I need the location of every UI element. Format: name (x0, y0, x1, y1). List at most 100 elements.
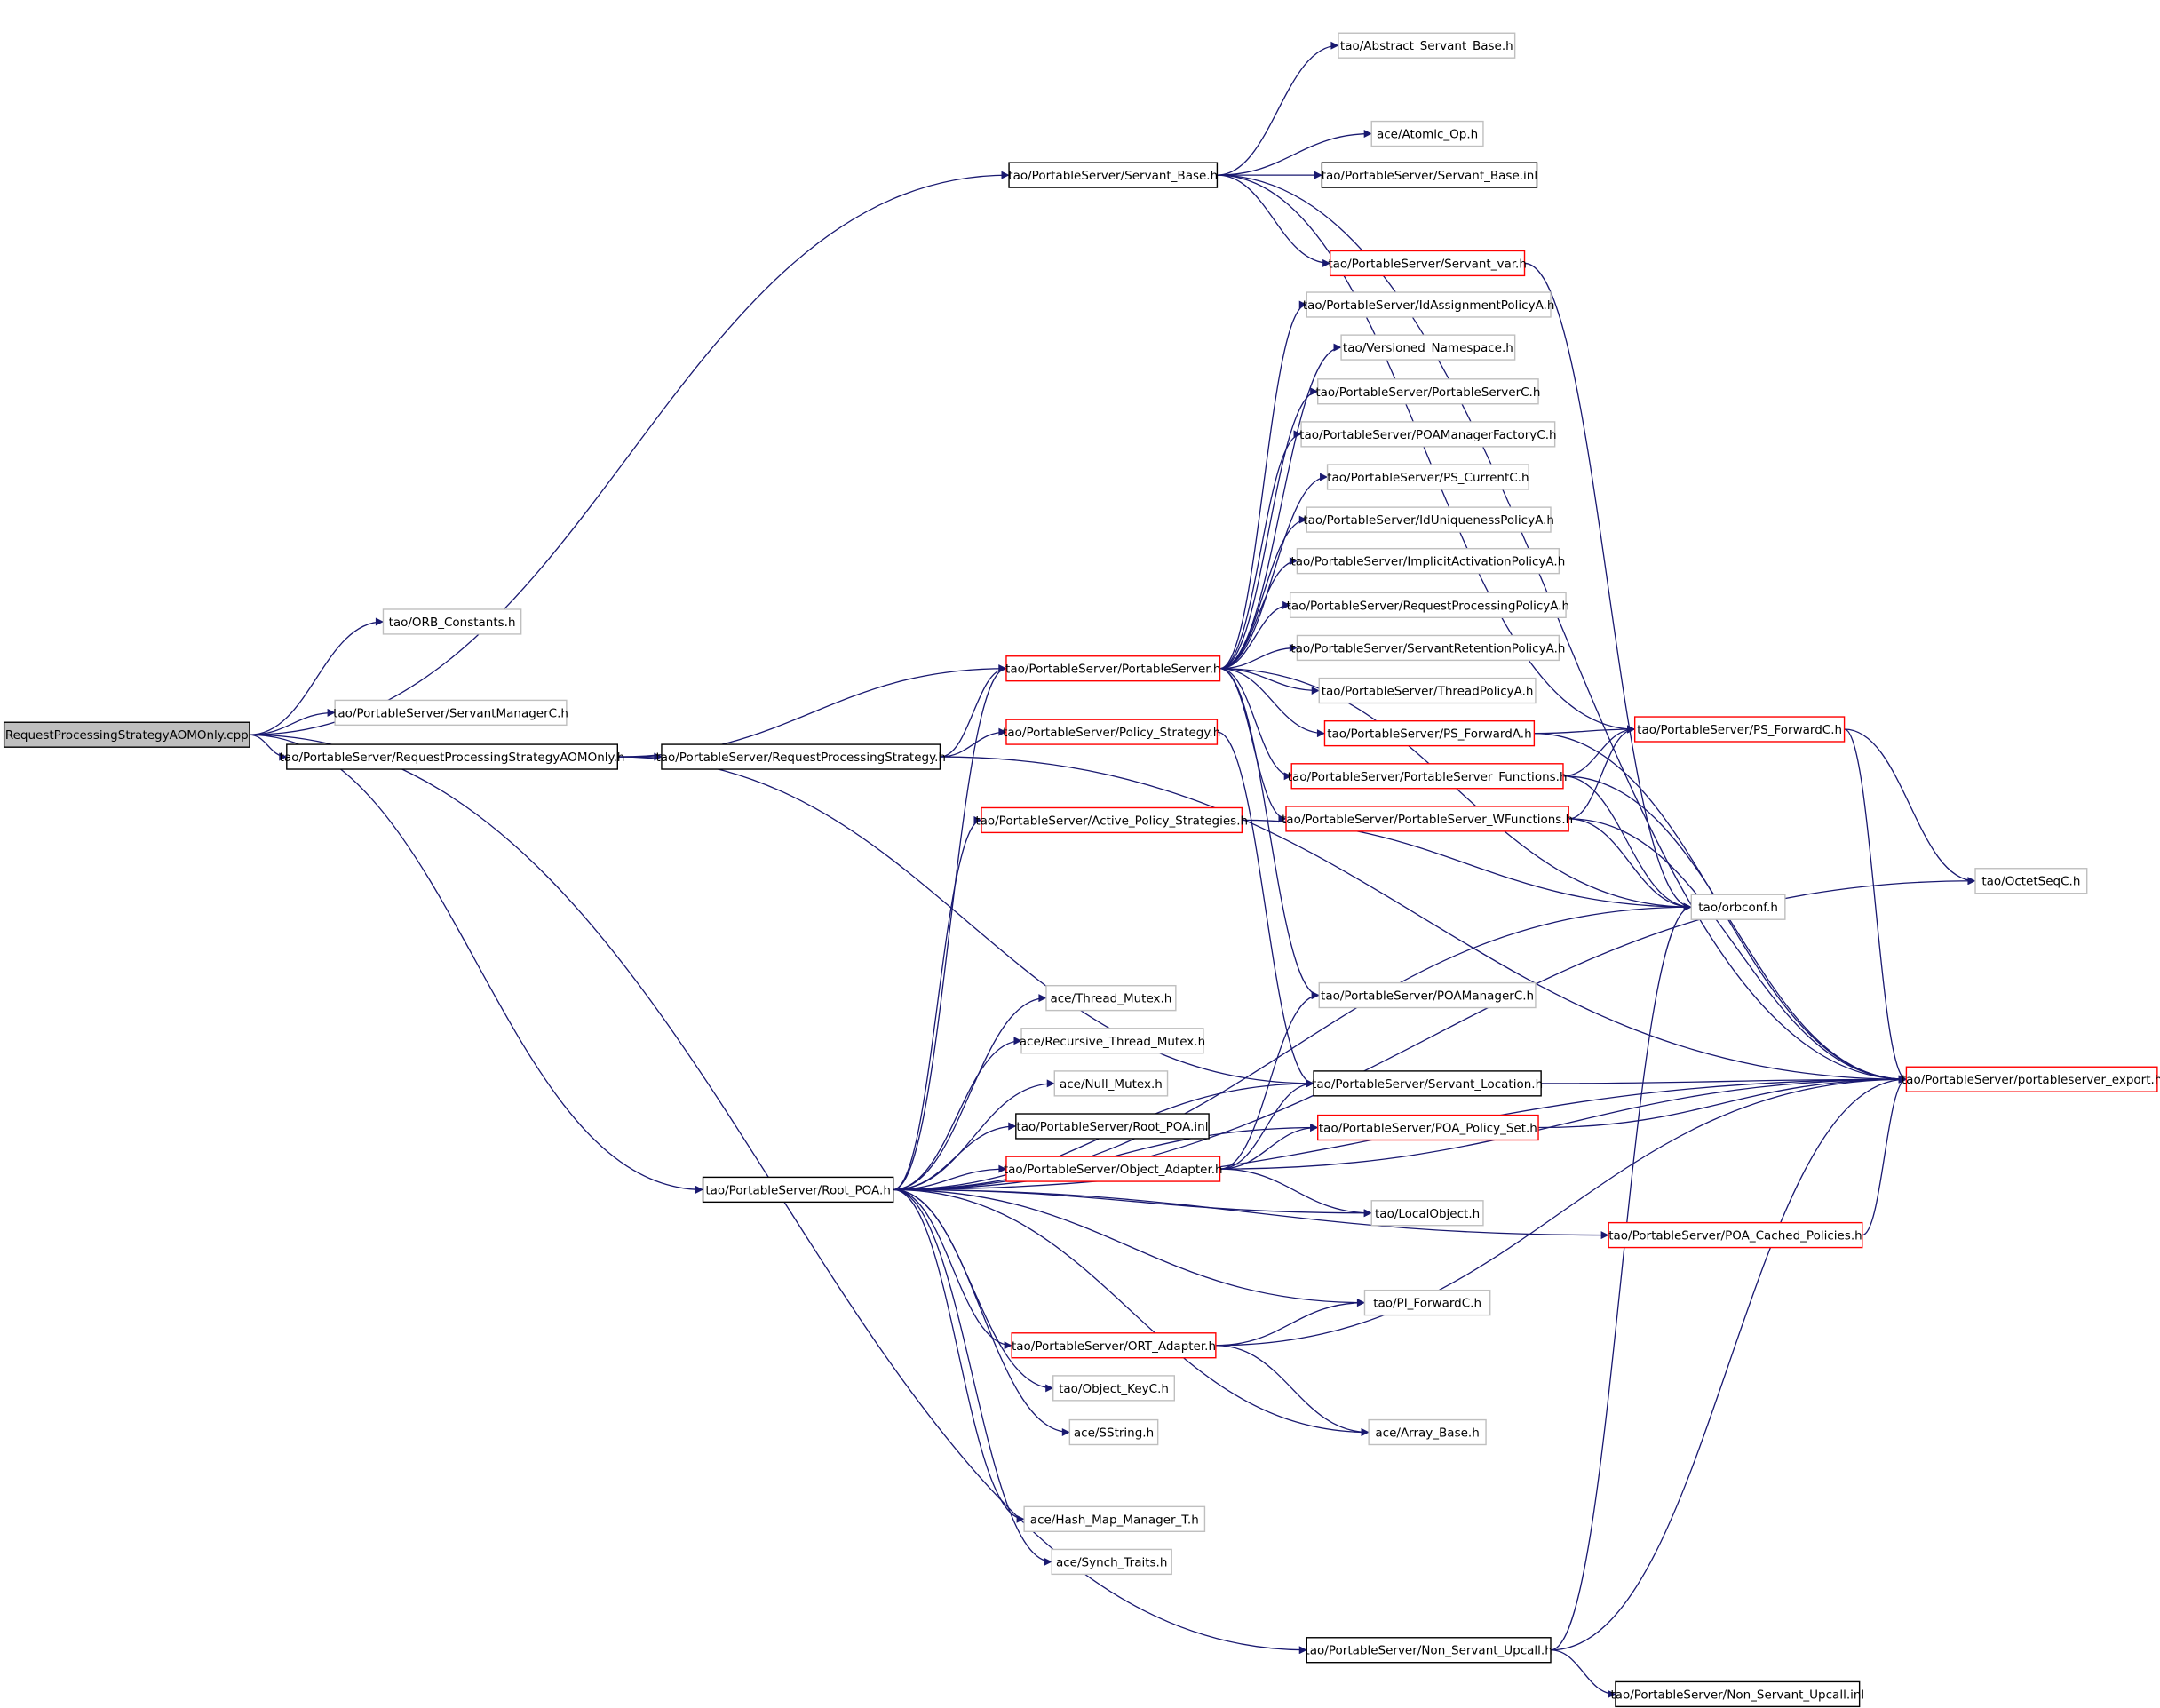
node-label: ace/Atomic_Op.h (1377, 128, 1478, 142)
node-servant-base-inl[interactable]: tao/PortableServer/Servant_Base.inl (1321, 162, 1538, 188)
node-servant-location[interactable]: tao/PortableServer/Servant_Location.h (1312, 1070, 1543, 1097)
node-ps-forward-a[interactable]: tao/PortableServer/PS_ForwardA.h (1323, 719, 1536, 747)
node-label: tao/Versioned_Namespace.h (1343, 341, 1513, 355)
node-label: tao/PortableServer/POA_Cached_Policies.h (1608, 1229, 1862, 1243)
node-box (1608, 1221, 1863, 1249)
node-ps-functions[interactable]: tao/PortableServer/PortableServer_Functi… (1288, 763, 1568, 790)
node-non-servant-h[interactable]: tao/PortableServer/Non_Servant_Upcall.h (1305, 1637, 1552, 1664)
node-label: tao/OctetSeqC.h (1981, 875, 2080, 889)
node-abstract-sb: tao/Abstract_Servant_Base.h (1338, 32, 1516, 59)
node-box (1005, 655, 1221, 682)
node-label: tao/PortableServer/ServantRetentionPolic… (1290, 641, 1565, 655)
node-root-cpp[interactable]: RequestProcessingStrategyAOMOnly.cpp (3, 721, 250, 748)
edge-rps_aom_h-to-servant_location (617, 756, 1314, 1088)
node-servant-base-h[interactable]: tao/PortableServer/Servant_Base.h (1008, 162, 1219, 188)
node-ps-wfunctions[interactable]: tao/PortableServer/PortableServer_WFunct… (1282, 806, 1573, 832)
edge-portableserver_h-to-ps_c (1219, 387, 1319, 670)
edge-root_cpp-to-servant_mgr_c (249, 708, 336, 735)
edge-portableserver_h-to-servant_ret (1219, 643, 1298, 670)
node-box (3, 721, 250, 748)
node-ps-export[interactable]: tao/PortableServer/portableserver_export… (1902, 1066, 2160, 1092)
node-label: tao/PortableServer/PortableServer_Functi… (1288, 770, 1568, 784)
edge-portableserver_h-to-versioned_ns (1219, 343, 1342, 670)
edge-ort_adapter-to-array_base (1215, 1345, 1370, 1437)
edge-root_poa_h-to-portableserver_h (893, 664, 1007, 1191)
node-box (1290, 763, 1564, 790)
node-label: tao/PortableServer/ImplicitActivationPol… (1290, 555, 1565, 569)
node-box (1370, 1200, 1484, 1227)
node-local-object: tao/LocalObject.h (1370, 1200, 1484, 1227)
edge-root_poa_h-to-pi_forward (893, 1188, 1365, 1307)
node-box (1317, 378, 1539, 405)
node-label: tao/PortableServer/RequestProcessingStra… (280, 751, 625, 765)
edge-root_poa_h-to-hash_map (893, 1188, 1025, 1523)
edge-portableserver_h-to-poamanager_c (1219, 668, 1320, 999)
edge-object_adapter-to-poamanager_c (1219, 991, 1320, 1170)
edge-active_policy-to-orbconf (1242, 819, 1692, 911)
node-ps-current: tao/PortableServer/PS_CurrentC.h (1326, 464, 1529, 490)
node-box (1008, 162, 1219, 188)
node-poa-policy-set[interactable]: tao/PortableServer/POA_Policy_Set.h (1317, 1114, 1539, 1141)
edge-root_poa_h-to-array_base (893, 1188, 1370, 1437)
node-box (1023, 1505, 1206, 1532)
node-box (981, 806, 1243, 834)
edge-portableserver_h-to-req_proc_pol (1219, 600, 1291, 670)
node-box (1020, 1028, 1204, 1054)
node-box (382, 608, 522, 635)
node-poamf-c: tao/PortableServer/POAManagerFactoryC.h (1299, 421, 1557, 448)
node-box (1317, 1114, 1539, 1141)
node-box (1318, 981, 1537, 1009)
node-label: tao/PortableServer/IdUniquenessPolicyA.h (1303, 513, 1554, 528)
node-label: tao/PortableServer/Root_POA.h (705, 1183, 891, 1197)
node-thread-pol: tao/PortableServer/ThreadPolicyA.h (1318, 677, 1537, 704)
node-poa-cached[interactable]: tao/PortableServer/POA_Cached_Policies.h (1608, 1221, 1863, 1249)
node-box (661, 743, 941, 770)
edge-portableserver_h-to-poamf_c (1219, 430, 1302, 670)
node-orb-constants: tao/ORB_Constants.h (382, 608, 522, 635)
node-box (1306, 506, 1552, 533)
node-object-adapter[interactable]: tao/PortableServer/Object_Adapter.h (1004, 1156, 1223, 1182)
edge-root_poa_h-to-thread_mutex (893, 994, 1047, 1191)
node-box (1306, 291, 1552, 318)
edge-poa_policy_set-to-ps_export (1538, 1075, 1907, 1129)
node-box (1326, 464, 1529, 490)
node-active-policy[interactable]: tao/PortableServer/Active_Policy_Strateg… (975, 806, 1248, 834)
node-label: tao/PortableServer/portableserver_export… (1902, 1073, 2160, 1087)
node-box (1340, 334, 1516, 361)
edge-servant_base_h-to-atomic_op (1217, 130, 1372, 176)
edge-ps_wfunctions-to-ps_export (1568, 818, 1907, 1084)
node-box (1005, 1156, 1221, 1182)
node-ps-forward-c[interactable]: tao/PortableServer/PS_ForwardC.h (1633, 716, 1846, 743)
node-label: tao/PI_ForwardC.h (1373, 1297, 1481, 1311)
edge-portableserver_h-to-thread_pol (1219, 668, 1320, 695)
node-label: tao/PortableServer/Servant_var.h (1328, 257, 1527, 271)
node-non-servant-inl[interactable]: tao/PortableServer/Non_Servant_Upcall.in… (1610, 1680, 1864, 1708)
node-portableserver-h[interactable]: tao/PortableServer/PortableServer.h (1005, 655, 1221, 682)
node-label: tao/PortableServer/PS_ForwardC.h (1637, 723, 1842, 737)
node-label: tao/PortableServer/PS_ForwardA.h (1327, 727, 1531, 742)
node-root-poa-inl[interactable]: tao/PortableServer/Root_POA.inl (1015, 1113, 1210, 1140)
node-rps-h[interactable]: tao/PortableServer/RequestProcessingStra… (655, 743, 946, 770)
edge-policy_strategy-to-servant_location (1217, 731, 1314, 1088)
node-servant-var[interactable]: tao/PortableServer/Servant_var.h (1328, 250, 1527, 277)
edge-ort_adapter-to-ps_export (1215, 1075, 1907, 1347)
node-label: tao/PortableServer/Servant_Location.h (1312, 1077, 1543, 1092)
node-ort-adapter[interactable]: tao/PortableServer/ORT_Adapter.h (1011, 1332, 1217, 1359)
node-box (1370, 120, 1484, 147)
node-policy-strategy[interactable]: tao/PortableServer/Policy_Strategy.h (1003, 719, 1220, 745)
edge-ps_functions-to-ps_forward_c (1562, 725, 1636, 777)
node-poamanager-c: tao/PortableServer/POAManagerC.h (1318, 981, 1537, 1009)
node-label: tao/PortableServer/Non_Servant_Upcall.h (1305, 1644, 1552, 1658)
node-box (1011, 1332, 1217, 1359)
edge-root_poa_h-to-poa_cached (893, 1188, 1609, 1240)
node-label: tao/PortableServer/Policy_Strategy.h (1003, 726, 1220, 740)
node-box (1015, 1113, 1210, 1140)
node-root-poa-h[interactable]: tao/PortableServer/Root_POA.h (702, 1176, 894, 1204)
edge-ps_forward_c-to-octetseq (1844, 728, 1976, 886)
node-rps-aom-h[interactable]: tao/PortableServer/RequestProcessingStra… (280, 743, 625, 770)
edge-object_adapter-to-local_object (1219, 1168, 1372, 1218)
edge-object_adapter-to-poa_policy_set (1219, 1124, 1319, 1170)
node-sstring: ace/SString.h (1068, 1418, 1159, 1446)
node-box (1296, 634, 1560, 662)
